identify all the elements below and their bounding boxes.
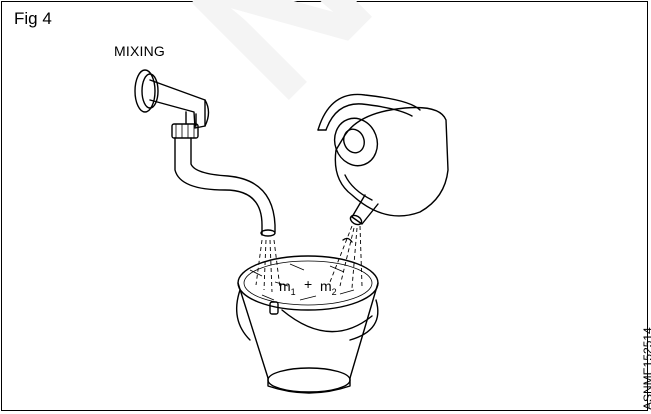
tap-icon <box>135 70 275 236</box>
mix-label-m2: m2 <box>320 278 337 297</box>
mix-plus-sign: + <box>304 276 312 292</box>
kettle-icon <box>318 94 448 242</box>
mix-label-m1: m1 <box>279 278 296 297</box>
